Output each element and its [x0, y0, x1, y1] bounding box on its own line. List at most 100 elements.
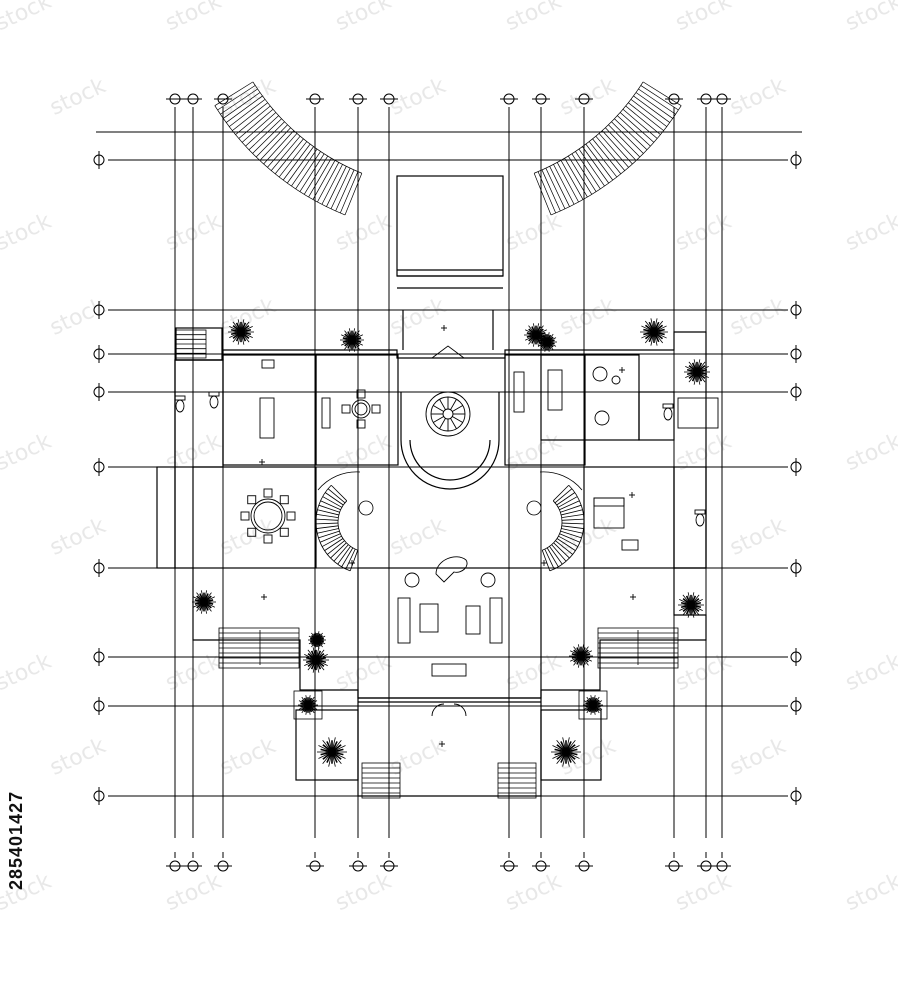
- spiral-tread: [321, 535, 342, 547]
- spiral-tread: [319, 533, 341, 543]
- watermark-text: stock: [502, 429, 566, 476]
- spiral-tread: [337, 546, 351, 565]
- fan-stair-tread: [625, 105, 661, 135]
- spiral-tread: [317, 509, 339, 516]
- spiral-tread: [316, 525, 339, 529]
- fan-stair-tread: [217, 85, 256, 111]
- spiral-tread: [330, 542, 347, 559]
- fan-stair-tread: [617, 115, 651, 147]
- tree-branch: [322, 744, 333, 753]
- toilet-tank: [174, 395, 186, 401]
- sofa-right: [489, 597, 503, 644]
- watermark-text: stock: [162, 209, 226, 256]
- fan-stair-tread: [248, 118, 282, 151]
- toilet-tank: [662, 403, 674, 409]
- tree-branch: [690, 601, 702, 606]
- rotunda-curve: [400, 392, 500, 490]
- tree-branch: [320, 751, 333, 756]
- fan-stair-tread: [270, 135, 301, 171]
- tree: [551, 737, 581, 767]
- tree-branch: [331, 741, 338, 753]
- fan-stair-tread: [238, 109, 274, 139]
- fan-stair-tread: [344, 173, 363, 216]
- rosette-petal: [433, 416, 444, 423]
- image-id-label: 285401427: [6, 790, 26, 890]
- chair: [356, 419, 366, 429]
- spiral-tread: [561, 525, 584, 529]
- fan-stair-tread: [295, 151, 321, 190]
- tree: [228, 319, 254, 345]
- tree-branch: [331, 748, 344, 753]
- watermark-text: stock: [672, 429, 736, 476]
- watermark-text: stock: [332, 429, 396, 476]
- spiral-tread: [316, 513, 339, 519]
- chair: [371, 404, 381, 414]
- rosette-petal: [433, 405, 444, 412]
- chair: [247, 495, 257, 505]
- kitchen-sink: [261, 359, 275, 369]
- spiral-arc: [337, 500, 358, 551]
- tree: [537, 332, 557, 352]
- tree-branch: [316, 637, 325, 641]
- rosette-petal: [439, 418, 446, 429]
- fan-stair-tread: [278, 141, 308, 178]
- fan-stair-tread: [628, 102, 664, 131]
- watermark-text: stock: [0, 209, 55, 256]
- spiral-tread: [341, 547, 354, 568]
- tree-branch: [322, 751, 333, 760]
- tree-branch: [320, 748, 333, 753]
- side-table: [465, 605, 481, 635]
- tree-branch: [331, 744, 342, 753]
- spiral-tread: [333, 544, 349, 562]
- fan-stair-arc: [214, 105, 346, 216]
- watermark-text: stock: [0, 0, 55, 36]
- building-walls: [156, 175, 707, 797]
- spiral-arc: [549, 484, 585, 572]
- watermark-text: stock: [842, 209, 898, 256]
- fan-stair-tread: [571, 153, 597, 192]
- spiral-tread: [318, 504, 340, 513]
- tree-branch: [546, 339, 555, 343]
- grid-lines: [96, 107, 802, 858]
- fan-stair-tread: [582, 146, 610, 184]
- fan-stair-tread: [595, 135, 626, 171]
- fan-stair-tread: [556, 162, 579, 203]
- tree-branch: [554, 751, 567, 756]
- spiral-tread: [322, 496, 343, 508]
- fan-stair-tread: [312, 160, 336, 200]
- tree: [583, 695, 603, 715]
- watermark-text: stock: [386, 293, 450, 340]
- watermark-text: stock: [46, 293, 110, 340]
- watermark-text: stock: [332, 209, 396, 256]
- spiral-curve-top-left: [317, 471, 361, 491]
- left-annex: [156, 466, 176, 569]
- fan-stair-tread: [605, 127, 637, 161]
- fan-stair-tread: [598, 133, 629, 168]
- watermark-text: stock: [672, 869, 736, 916]
- rosette-core: [442, 408, 454, 420]
- tree: [298, 695, 318, 715]
- fan-stair-tread: [339, 171, 359, 214]
- fan-stair-tread: [537, 171, 557, 214]
- spiral-tread: [316, 518, 339, 521]
- coffee-table: [419, 603, 439, 633]
- toilet-bowl: [695, 513, 705, 527]
- fan-stair-tread: [553, 164, 575, 205]
- bath-room-right: [638, 391, 675, 441]
- watermark-text: stock: [726, 513, 790, 560]
- spiral-tread: [330, 484, 348, 502]
- bathroom-bedroom: [673, 466, 707, 569]
- armchair-study: [592, 366, 608, 382]
- fan-stair-tread: [274, 138, 304, 175]
- tree-branch: [240, 328, 252, 333]
- lounge-bench: [513, 371, 525, 413]
- watermark-text: stock: [726, 293, 790, 340]
- tree-branch: [351, 337, 362, 341]
- tree-branch: [535, 332, 546, 336]
- toilet-tank: [694, 509, 706, 515]
- round-dining-table: [250, 498, 286, 534]
- tree-branch: [331, 751, 338, 763]
- spiral-tread: [345, 548, 356, 570]
- rosette-petal: [452, 416, 463, 423]
